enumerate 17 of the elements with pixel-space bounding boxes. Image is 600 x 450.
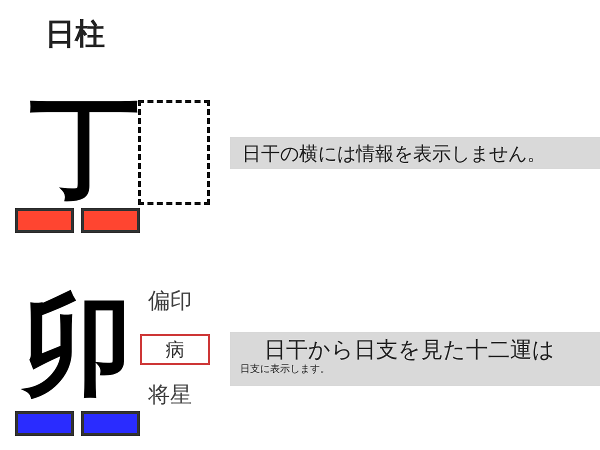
dashed-box (138, 100, 210, 205)
marked-cell (140, 334, 210, 365)
note-text: 日干の横には情報を表示しません。 (242, 143, 547, 166)
fortune-label: 病 (166, 338, 184, 362)
note-subtext: 日支に表示します。 (240, 364, 331, 376)
title: 日柱 (45, 16, 105, 54)
note-text: 日干から日支を見た十二運は (263, 338, 556, 364)
star-label: 将星 (148, 385, 192, 407)
note-box (230, 137, 600, 169)
stem-character: 丁 (30, 92, 140, 202)
color-bar (15, 208, 74, 233)
color-bar (15, 411, 74, 436)
branch-character: 卯 (22, 290, 132, 400)
note-box (230, 332, 600, 386)
color-bar (81, 411, 140, 436)
star-label: 偏印 (148, 291, 192, 313)
color-bar (81, 208, 140, 233)
